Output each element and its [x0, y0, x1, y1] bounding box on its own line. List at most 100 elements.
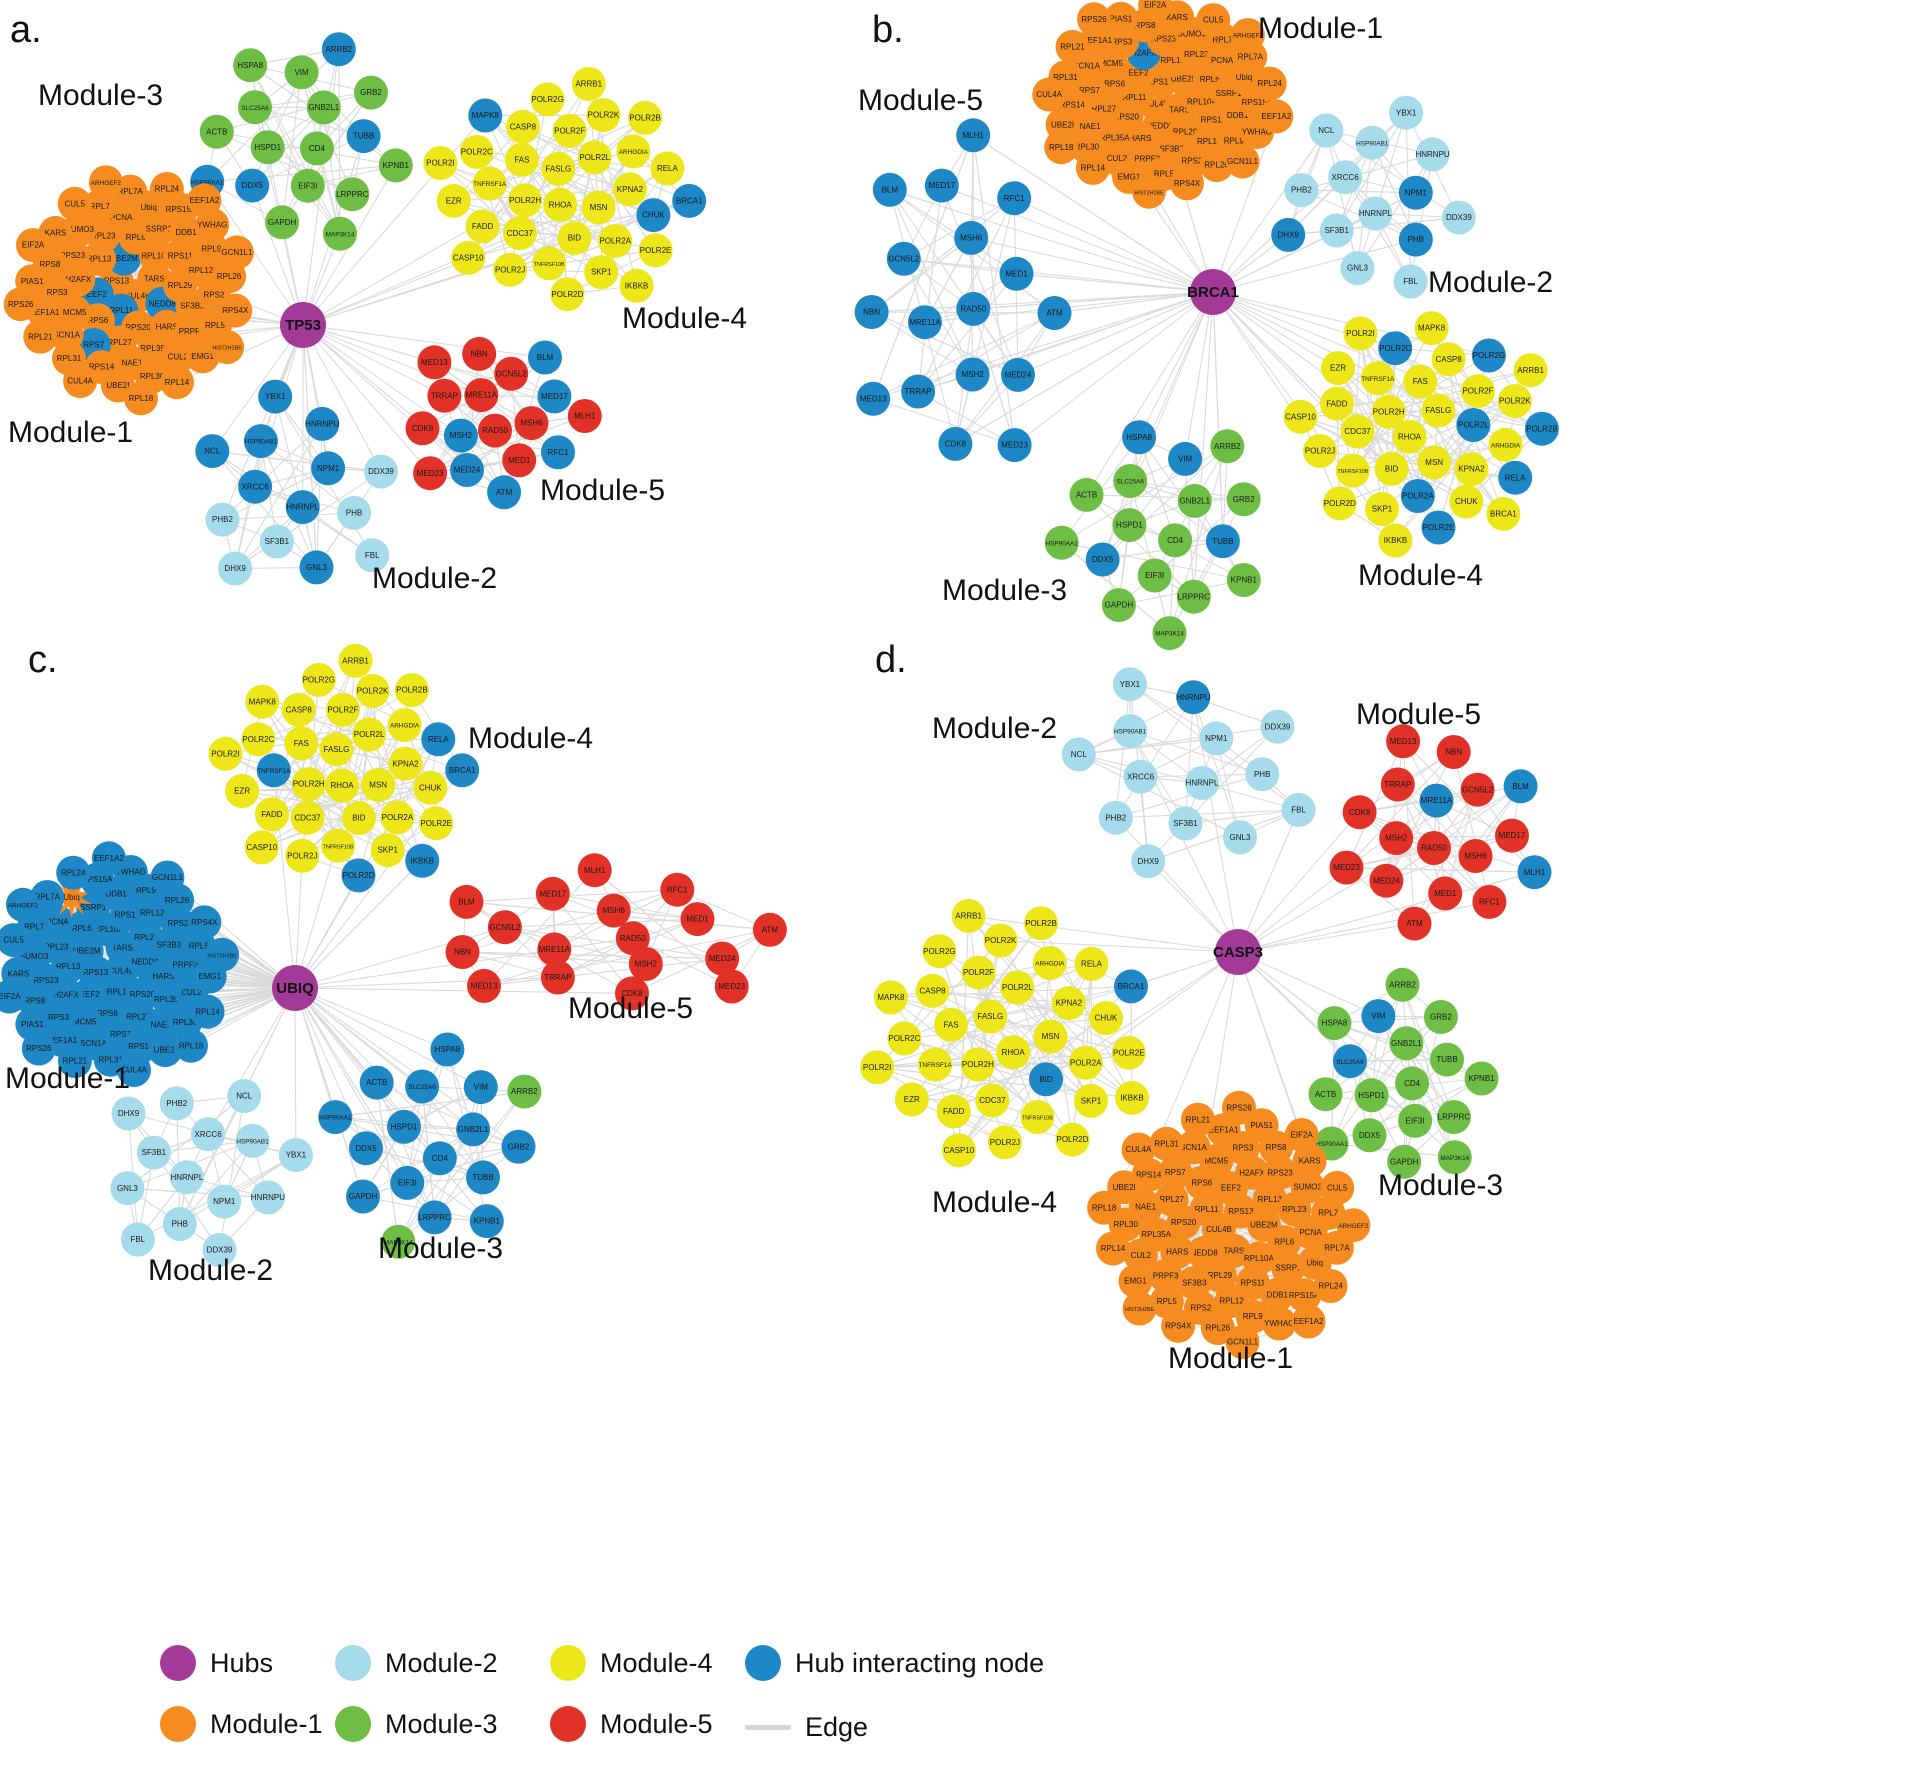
node-MED1: MED1: [680, 902, 715, 937]
svg-text:GAPDH: GAPDH: [1105, 601, 1134, 610]
svg-text:CUL5: CUL5: [3, 936, 24, 945]
svg-text:CUL4B: CUL4B: [1143, 100, 1169, 109]
svg-text:EZR: EZR: [1330, 364, 1346, 373]
svg-text:MCM5: MCM5: [63, 308, 87, 317]
svg-text:RPL6: RPL6: [126, 233, 147, 242]
svg-text:NEDD8: NEDD8: [1191, 1249, 1219, 1258]
node-LRPPRC: LRPPRC: [335, 177, 370, 212]
svg-text:MAP3K14: MAP3K14: [326, 231, 355, 238]
svg-text:RPL21: RPL21: [1186, 1115, 1211, 1124]
svg-text:EIF3I: EIF3I: [1145, 571, 1164, 580]
node-FADD: FADD: [936, 1094, 971, 1129]
svg-text:RPL24: RPL24: [1257, 79, 1282, 88]
svg-text:ARRB1: ARRB1: [342, 656, 369, 665]
svg-text:RPS14: RPS14: [1136, 1171, 1162, 1180]
node-ARHGDIA: ARHGDIA: [387, 708, 422, 743]
svg-text:YBX1: YBX1: [1120, 680, 1141, 689]
svg-text:RPL6: RPL6: [1274, 1238, 1295, 1247]
svg-text:YWHAG: YWHAG: [116, 868, 146, 877]
node-MAPK8: MAPK8: [245, 684, 280, 719]
svg-text:PHB2: PHB2: [166, 1099, 187, 1108]
node-GNL3: GNL3: [1340, 251, 1375, 286]
svg-text:RELA: RELA: [1505, 473, 1527, 482]
svg-text:RPS26: RPS26: [1081, 15, 1107, 24]
svg-text:MSN: MSN: [590, 203, 608, 212]
node-ATM: ATM: [752, 912, 787, 947]
svg-text:PHB2: PHB2: [1291, 186, 1312, 195]
svg-text:EZR: EZR: [904, 1095, 920, 1104]
node-MRE11A: MRE11A: [464, 378, 499, 413]
svg-text:RPL31: RPL31: [57, 354, 82, 363]
node-DHX9: DHX9: [218, 551, 253, 586]
svg-text:VIM: VIM: [474, 1083, 489, 1092]
svg-text:POLR2I: POLR2I: [211, 749, 239, 758]
node-CDK8: CDK8: [938, 426, 973, 461]
svg-text:UBE2I: UBE2I: [1113, 1183, 1136, 1192]
svg-text:POLR2J: POLR2J: [1305, 447, 1335, 456]
module-label-b-module-1: Module-1: [1258, 12, 1383, 45]
node-HSPD1: HSPD1: [250, 130, 285, 165]
node-MRE11A: MRE11A: [907, 305, 942, 340]
node-MED13: MED13: [856, 381, 891, 416]
node-KPNB1: KPNB1: [378, 148, 413, 183]
svg-text:RPL6: RPL6: [1200, 75, 1221, 84]
svg-text:RPL9: RPL9: [136, 886, 157, 895]
node-CASP10: CASP10: [244, 830, 279, 865]
svg-text:RPL23: RPL23: [91, 232, 116, 241]
svg-text:POLR2K: POLR2K: [985, 936, 1017, 945]
svg-text:RFC1: RFC1: [667, 885, 688, 894]
node-RPS26: RPS26: [21, 1031, 56, 1066]
node-MRE11A: MRE11A: [537, 932, 572, 967]
svg-text:RPL12: RPL12: [1197, 137, 1222, 146]
svg-text:ATM: ATM: [1406, 919, 1423, 928]
node-EZR: EZR: [225, 774, 260, 808]
node-TNFRSF10B: TNFRSF10B: [321, 828, 356, 863]
node-HNRNPL: HNRNPL: [285, 490, 320, 525]
svg-text:PIAS1: PIAS1: [21, 1020, 44, 1029]
svg-text:DDX5: DDX5: [242, 181, 264, 190]
module-cluster-c-module-1: CUL4BRPS13TARSRPL11UBE2MNEDD8EEF2RPL10AR…: [0, 841, 240, 1087]
svg-text:DHX9: DHX9: [1278, 231, 1300, 240]
node-MED24: MED24: [1001, 357, 1035, 392]
node-MED1: MED1: [999, 256, 1034, 291]
svg-text:EEF1A2: EEF1A2: [1261, 112, 1291, 121]
node-MRE11A: MRE11A: [1419, 783, 1454, 818]
svg-text:RPL18: RPL18: [1092, 1203, 1117, 1212]
node-CD4: CD4: [1158, 523, 1193, 558]
svg-text:RPL30: RPL30: [173, 1018, 198, 1027]
svg-text:PHB2: PHB2: [1105, 813, 1126, 822]
svg-text:RPL26: RPL26: [1204, 161, 1229, 170]
svg-text:RPL10A: RPL10A: [94, 925, 124, 934]
svg-text:RPL30: RPL30: [1075, 142, 1100, 151]
module-label-c-module-1: Module-1: [5, 1062, 130, 1095]
node-MAPK8: MAPK8: [1414, 311, 1449, 346]
node-RPS4X: RPS4X: [1170, 166, 1204, 201]
svg-text:RPS6: RPS6: [97, 1009, 118, 1018]
node-DHX9: DHX9: [1131, 844, 1166, 879]
svg-text:SLC25A6: SLC25A6: [408, 1084, 436, 1091]
svg-text:POLR2F: POLR2F: [1462, 387, 1493, 396]
node-HSPD1: HSPD1: [1112, 508, 1147, 543]
svg-text:GCN1L1: GCN1L1: [1227, 1338, 1259, 1347]
svg-text:RAD50: RAD50: [960, 305, 986, 314]
svg-text:HSPD1: HSPD1: [1358, 1091, 1385, 1100]
svg-text:CASP8: CASP8: [1435, 355, 1462, 364]
node-HIST2H2BE: HIST2H2BE: [210, 330, 245, 365]
svg-text:HARS: HARS: [1166, 1247, 1188, 1256]
svg-text:YWHAG: YWHAG: [197, 221, 227, 230]
module-label-a-module-3: Module-3: [38, 79, 163, 112]
svg-text:RHOA: RHOA: [1398, 432, 1422, 441]
svg-text:RPS8: RPS8: [1266, 1143, 1287, 1152]
svg-text:RPL23: RPL23: [1184, 50, 1209, 59]
svg-text:ARHGEF2: ARHGEF2: [8, 902, 39, 909]
module-label-c-module-5: Module-5: [568, 992, 693, 1025]
svg-text:RPS7: RPS7: [83, 341, 104, 350]
node-CHUK: CHUK: [1089, 1001, 1123, 1036]
node-EMG1: EMG1: [1118, 1264, 1153, 1299]
node-KPNB1: KPNB1: [1464, 1061, 1499, 1096]
node-NPM1: NPM1: [1398, 175, 1433, 210]
svg-text:VIM: VIM: [1371, 1012, 1386, 1021]
node-POLR2D: POLR2D: [550, 277, 585, 312]
node-TNFRSF10B: TNFRSF10B: [1020, 1100, 1055, 1134]
node-EIF2A: EIF2A: [16, 228, 50, 263]
